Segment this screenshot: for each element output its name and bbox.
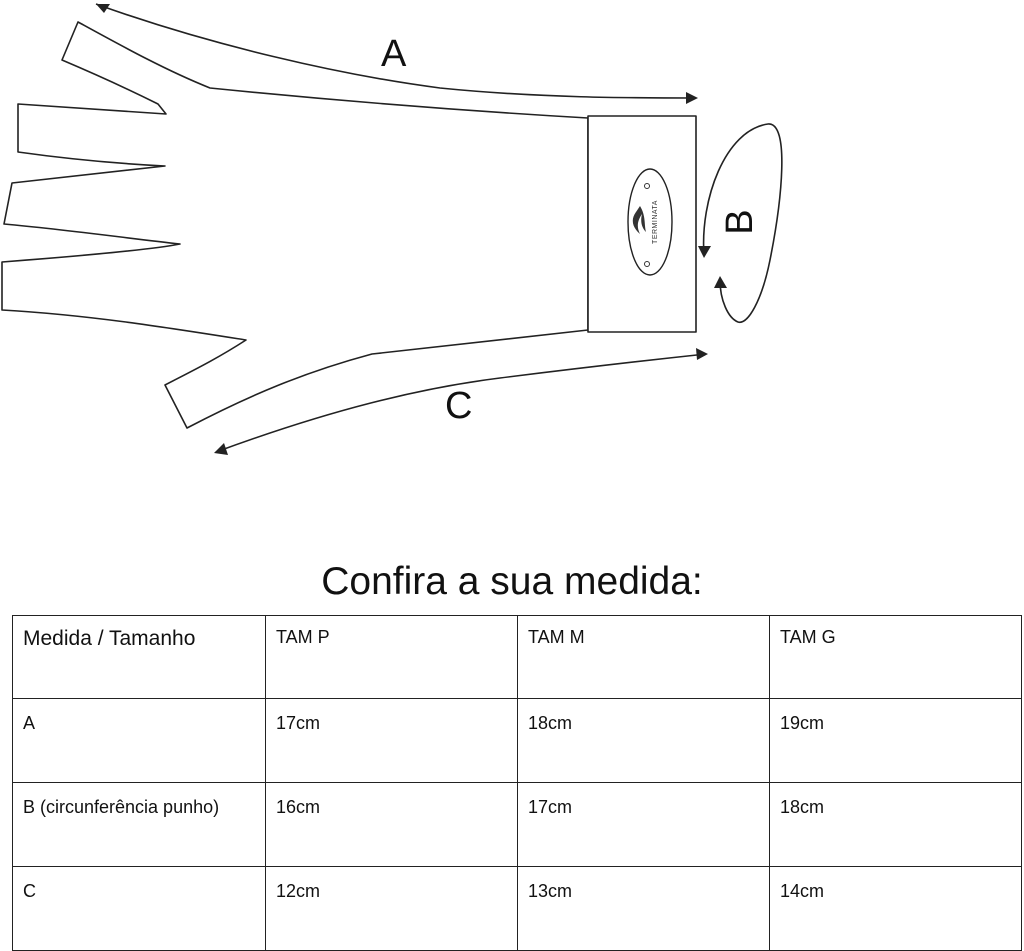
arrow-b — [698, 123, 783, 323]
value-cell: 16cm — [265, 782, 518, 867]
table-title: Confira a sua medida: — [321, 560, 703, 603]
header-cell: TAM P — [265, 615, 518, 699]
label-b: B — [719, 209, 761, 234]
arrow-c — [214, 348, 708, 455]
table-row: B (circunferência punho) 16cm 17cm 18cm — [12, 782, 1022, 867]
glove-outline — [1, 21, 589, 429]
header-cell: Medida / Tamanho — [12, 615, 266, 699]
measure-cell: C — [12, 866, 266, 951]
table-row: C 12cm 13cm 14cm — [12, 866, 1022, 951]
value-cell: 17cm — [265, 698, 518, 783]
size-table: Medida / Tamanho TAM P TAM M TAM G A 17c… — [12, 615, 1022, 951]
value-cell: 14cm — [769, 866, 1022, 951]
glove-measurement-diagram: TERMINATA A B C — [1, 3, 783, 455]
label-a: A — [381, 33, 407, 75]
value-cell: 18cm — [769, 782, 1022, 867]
table-header-row: Medida / Tamanho TAM P TAM M TAM G — [12, 615, 1022, 699]
logo-text: TERMINATA — [652, 200, 659, 244]
value-cell: 18cm — [517, 698, 770, 783]
arrow-a — [95, 3, 698, 104]
measure-cell: B (circunferência punho) — [12, 782, 266, 867]
flame-icon — [632, 206, 646, 234]
value-cell: 13cm — [517, 866, 770, 951]
brand-logo: TERMINATA — [627, 168, 673, 276]
value-cell: 17cm — [517, 782, 770, 867]
header-cell: TAM M — [517, 615, 770, 699]
table-row: A 17cm 18cm 19cm — [12, 698, 1022, 783]
label-c: C — [445, 385, 472, 427]
measure-cell: A — [12, 698, 266, 783]
value-cell: 12cm — [265, 866, 518, 951]
value-cell: 19cm — [769, 698, 1022, 783]
header-cell: TAM G — [769, 615, 1022, 699]
